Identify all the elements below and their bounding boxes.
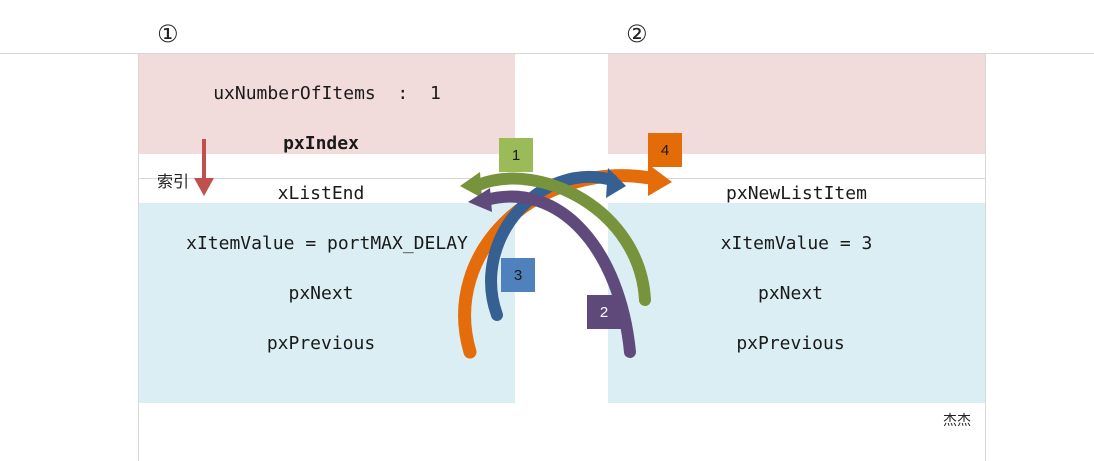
- new-item-block: [608, 203, 985, 403]
- step-2-badge: 2: [587, 295, 621, 329]
- list-item-value-field: xItemValue = portMAX_DELAY: [186, 233, 468, 254]
- blue-arrow-head: [606, 168, 626, 198]
- ux-number-of-items-field: uxNumberOfItems : 1: [213, 83, 441, 104]
- blue-arrow-body: [485, 170, 618, 321]
- index-arrow-head: [194, 178, 214, 196]
- px-index-field: pxIndex: [283, 133, 359, 154]
- new-item-number-label: ②: [626, 20, 648, 48]
- author-watermark: 杰杰: [943, 413, 971, 429]
- top-rule: [0, 53, 1094, 54]
- new-item-px-next-field: pxNext: [757, 283, 824, 304]
- index-label: 索引: [157, 172, 190, 191]
- new-item-value-field: xItemValue = 3: [720, 233, 873, 254]
- green-arrow-body: [472, 172, 651, 306]
- green-arrow-head: [460, 172, 482, 198]
- x-list-end-field: xListEnd: [277, 183, 365, 204]
- new-item-px-previous-field: pxPrevious: [736, 333, 845, 354]
- purple-arrow-head: [468, 188, 492, 212]
- purple-arrow-body: [480, 190, 636, 358]
- list-px-next-field: pxNext: [288, 283, 354, 304]
- list-end-item-block: [139, 203, 515, 403]
- orange-arrow-head: [648, 164, 672, 196]
- step-4-badge: 4: [648, 133, 682, 167]
- list-header-block: [139, 54, 515, 154]
- left-rule: [138, 53, 139, 461]
- right-rule: [985, 53, 986, 461]
- step-1-badge: 1: [499, 138, 533, 172]
- list-px-previous-field: pxPrevious: [266, 333, 376, 354]
- list-number-label: ①: [157, 20, 179, 48]
- px-new-list-item-field: pxNewListItem: [726, 183, 867, 204]
- step-3-badge: 3: [501, 258, 535, 292]
